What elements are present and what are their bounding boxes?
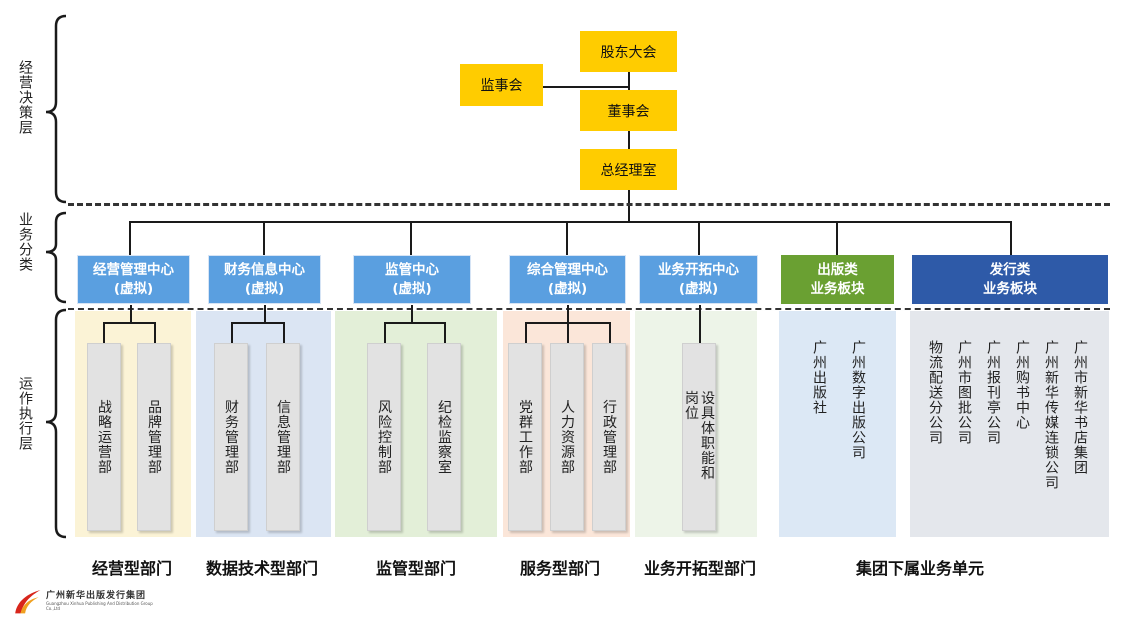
connector-drop-1 bbox=[129, 221, 131, 255]
connector-drop-4 bbox=[566, 221, 568, 255]
shareholders-box: 股东大会 bbox=[580, 31, 677, 72]
dept-risk-control: 风险控制部 bbox=[367, 343, 401, 531]
connector-drop-6 bbox=[836, 221, 838, 255]
dept-discipline-inspection: 纪检监察室 bbox=[427, 343, 461, 531]
category-supervision: 监管型部门 bbox=[375, 559, 456, 578]
unit-xinhua-bookstore-group: 广州市新华书店集团 bbox=[1072, 340, 1088, 475]
dept-label: 纪检监察室 bbox=[436, 399, 452, 475]
side-brackets bbox=[45, 14, 67, 539]
dept-label: 品牌管理部 bbox=[146, 399, 162, 475]
side-label-decision: 经营决策层 bbox=[17, 60, 33, 135]
panel-supervision bbox=[335, 311, 497, 537]
dept-party-affairs: 党群工作部 bbox=[508, 343, 542, 531]
subtree-service-leg bbox=[609, 322, 611, 343]
dept-label: 财务管理部 bbox=[223, 399, 239, 475]
board-box: 董事会 bbox=[580, 90, 677, 131]
connector-board-gm bbox=[628, 131, 630, 149]
divider-dashed-top bbox=[68, 203, 1110, 206]
center-general-admin: 综合管理中心 (虚拟) bbox=[509, 255, 626, 304]
connector-drop-2 bbox=[263, 221, 265, 255]
center-publishing: 出版类 业务板块 bbox=[781, 255, 894, 304]
unit-book-center: 广州购书中心 bbox=[1014, 340, 1030, 430]
subtree-supervision-bar bbox=[384, 322, 446, 324]
subtree-service-stem bbox=[567, 305, 569, 343]
center-distribution: 发行类 业务板块 bbox=[912, 255, 1108, 304]
connector-drop-7 bbox=[1010, 221, 1012, 255]
connector-drop-3 bbox=[410, 221, 412, 255]
flame-logo-icon bbox=[15, 589, 41, 614]
subtree-service-leg bbox=[525, 322, 527, 343]
dept-label: 战略运营部 bbox=[96, 399, 112, 475]
gm-office-box: 总经理室 bbox=[580, 149, 677, 190]
dept-brand-management: 品牌管理部 bbox=[137, 343, 171, 531]
connector-drop-5 bbox=[698, 221, 700, 255]
category-group-units: 集团下属业务单元 bbox=[855, 559, 984, 578]
subtree-supervision-stem bbox=[411, 305, 413, 323]
dept-label: 风险控制部 bbox=[376, 399, 392, 475]
subtree-datatech-bar bbox=[231, 322, 285, 324]
unit-logistics: 物流配送分公司 bbox=[927, 340, 943, 445]
subtree-datatech-leg bbox=[283, 322, 285, 343]
unit-newsstand: 广州报刊亭公司 bbox=[985, 340, 1001, 445]
dept-strategy-operations: 战略运营部 bbox=[87, 343, 121, 531]
dept-human-resources: 人力资源部 bbox=[550, 343, 584, 531]
connector-gm-down bbox=[628, 190, 630, 222]
subtree-operating-leg bbox=[103, 322, 105, 343]
connector-horizontal-bus bbox=[129, 221, 1012, 223]
dept-label: 行政管理部 bbox=[601, 399, 617, 475]
category-development: 业务开拓型部门 bbox=[643, 559, 756, 578]
subtree-datatech-stem bbox=[264, 305, 266, 323]
side-label-business: 业务分类 bbox=[17, 212, 33, 272]
panel-publishing bbox=[779, 311, 896, 537]
subtree-operating-bar bbox=[103, 322, 156, 324]
unit-book-wholesale: 广州市图批公司 bbox=[956, 340, 972, 445]
center-supervision: 监管中心 (虚拟) bbox=[353, 255, 471, 304]
unit-guangzhou-digital-publishing: 广州数字出版公司 bbox=[850, 340, 866, 460]
execution-bracket bbox=[45, 308, 67, 539]
subtree-supervision-leg bbox=[444, 322, 446, 343]
dept-specific-functions: 设具体职能和岗位 bbox=[682, 343, 716, 531]
center-operating: 经营管理中心 (虚拟) bbox=[77, 255, 190, 304]
category-operating: 经营型部门 bbox=[91, 559, 172, 578]
dept-label: 党群工作部 bbox=[517, 399, 533, 475]
category-service: 服务型部门 bbox=[519, 559, 600, 578]
business-bracket bbox=[45, 211, 67, 304]
publisher-logo: 广州新华出版发行集团 Guangzhou Xinhua Publishing A… bbox=[8, 578, 156, 620]
dept-label: 信息管理部 bbox=[275, 399, 291, 475]
unit-xinhua-media-chain: 广州新华传媒连锁公司 bbox=[1043, 340, 1059, 490]
dept-label: 人力资源部 bbox=[559, 399, 575, 475]
dept-finance-management: 财务管理部 bbox=[214, 343, 248, 531]
connector-supervisors bbox=[543, 86, 629, 88]
connector-shareholders-board bbox=[628, 72, 630, 90]
center-development: 业务开拓中心 (虚拟) bbox=[639, 255, 758, 304]
logo-cn-text: 广州新华出版发行集团 bbox=[46, 590, 147, 601]
category-data-tech: 数据技术型部门 bbox=[205, 559, 318, 578]
dept-administration: 行政管理部 bbox=[592, 343, 626, 531]
side-label-execution: 运作执行层 bbox=[17, 376, 33, 451]
dept-label: 设具体职能和岗位 bbox=[683, 390, 715, 481]
decision-bracket bbox=[45, 14, 67, 204]
subtree-service-bar bbox=[525, 322, 611, 324]
subtree-development-stem bbox=[699, 305, 701, 343]
divider-dashed-bottom bbox=[68, 308, 1110, 310]
supervisors-box: 监事会 bbox=[460, 64, 543, 106]
subtree-datatech-leg bbox=[231, 322, 233, 343]
unit-guangzhou-publishing-house: 广州出版社 bbox=[811, 340, 827, 415]
center-finance-info: 财务信息中心 (虚拟) bbox=[208, 255, 321, 304]
panel-distribution bbox=[910, 311, 1109, 537]
logo-en-text: Guangzhou Xinhua Publishing And Distribu… bbox=[46, 600, 153, 611]
dept-info-management: 信息管理部 bbox=[266, 343, 300, 531]
subtree-supervision-leg bbox=[384, 322, 386, 343]
subtree-operating-leg bbox=[154, 322, 156, 343]
subtree-operating-stem bbox=[130, 305, 132, 323]
